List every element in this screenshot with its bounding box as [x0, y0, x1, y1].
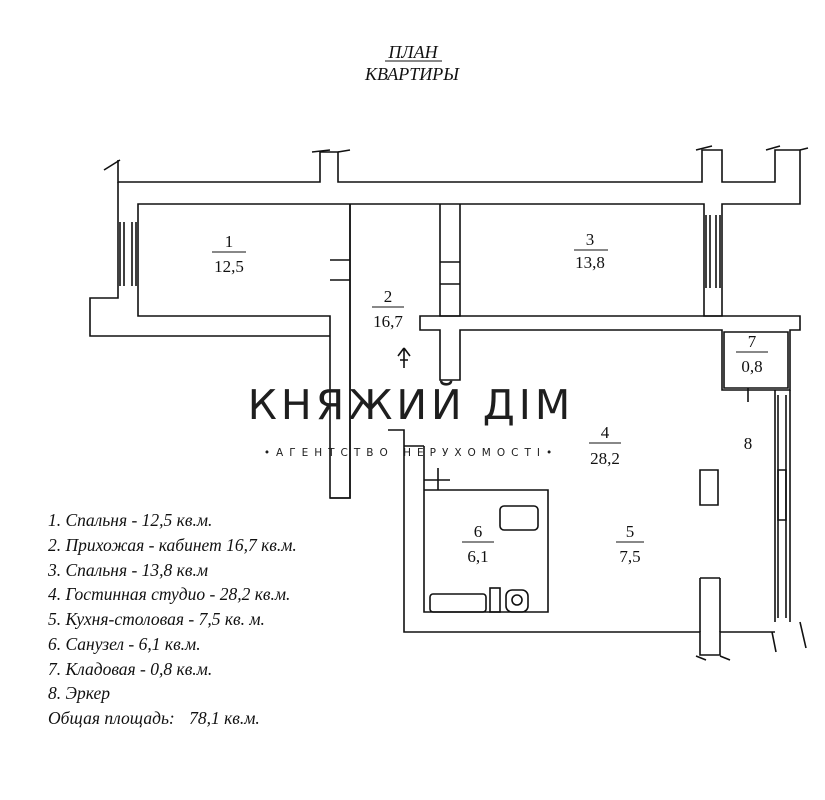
plan-title-line1: ПЛАН	[387, 42, 438, 62]
room-label-7: 7 0,8	[736, 332, 768, 376]
outer-walls	[89, 149, 801, 499]
svg-text:3: 3	[586, 230, 595, 249]
total-area-value: 78,1 кв.м.	[189, 708, 260, 728]
svg-text:6: 6	[474, 522, 483, 541]
wall-ticks	[103, 145, 809, 661]
legend-item: 2. Прихожая - кабинет 16,7 кв.м.	[48, 535, 297, 555]
svg-text:0,8: 0,8	[741, 357, 762, 376]
legend-item: 8. Эркер	[48, 683, 110, 703]
total-area-label: Общая площадь:	[48, 708, 175, 728]
bathroom-walls	[388, 429, 775, 656]
svg-text:13,8: 13,8	[575, 253, 605, 272]
room-label-3: 3 13,8	[574, 230, 608, 272]
svg-text:8: 8	[744, 434, 753, 453]
svg-text:6,1: 6,1	[467, 547, 488, 566]
svg-text:2: 2	[384, 287, 393, 306]
svg-text:12,5: 12,5	[214, 257, 244, 276]
inner-walls	[330, 204, 801, 402]
room-label-6: 6 6,1	[462, 522, 494, 566]
watermark-name: КНЯЖИЙ ДІМ	[248, 381, 574, 429]
room-label-1: 1 12,5	[212, 232, 246, 276]
room-label-8: 8	[744, 434, 753, 453]
room-label-4: 4 28,2	[589, 423, 621, 468]
total-area: Общая площадь: 78,1 кв.м.	[48, 708, 260, 728]
plan-title-line2: КВАРТИРЫ	[364, 64, 460, 84]
entrance-arrow-icon	[397, 347, 411, 368]
room-legend: 1. Спальня - 12,5 кв.м. 2. Прихожая - ка…	[47, 510, 297, 728]
legend-item: 6. Санузел - 6,1 кв.м.	[48, 634, 201, 654]
svg-text:7,5: 7,5	[619, 547, 640, 566]
svg-text:7: 7	[748, 332, 757, 351]
legend-item: 4. Гостинная студио - 28,2 кв.м.	[48, 584, 290, 604]
bathtub-icon	[429, 593, 487, 613]
svg-text:28,2: 28,2	[590, 449, 620, 468]
toilet-icon	[505, 589, 529, 613]
svg-text:1: 1	[225, 232, 234, 251]
svg-text:5: 5	[626, 522, 635, 541]
erker-wall	[774, 390, 791, 622]
legend-item: 3. Спальня - 13,8 кв.м	[47, 560, 208, 580]
pipe-icon	[489, 587, 501, 613]
sink-icon	[499, 505, 539, 531]
bathroom-fixtures	[429, 505, 539, 613]
legend-item: 5. Кухня-столовая - 7,5 кв. м.	[48, 609, 265, 629]
legend-item: 7. Кладовая - 0,8 кв.м.	[48, 659, 212, 679]
legend-item: 1. Спальня - 12,5 кв.м.	[48, 510, 212, 530]
room-label-2: 2 16,7	[372, 287, 404, 331]
room-label-5: 5 7,5	[616, 522, 644, 566]
svg-text:4: 4	[601, 423, 610, 442]
svg-text:16,7: 16,7	[373, 312, 403, 331]
watermark-subtitle: •АГЕНТСТВО НЕРУХОМОСТІ•	[264, 447, 558, 459]
